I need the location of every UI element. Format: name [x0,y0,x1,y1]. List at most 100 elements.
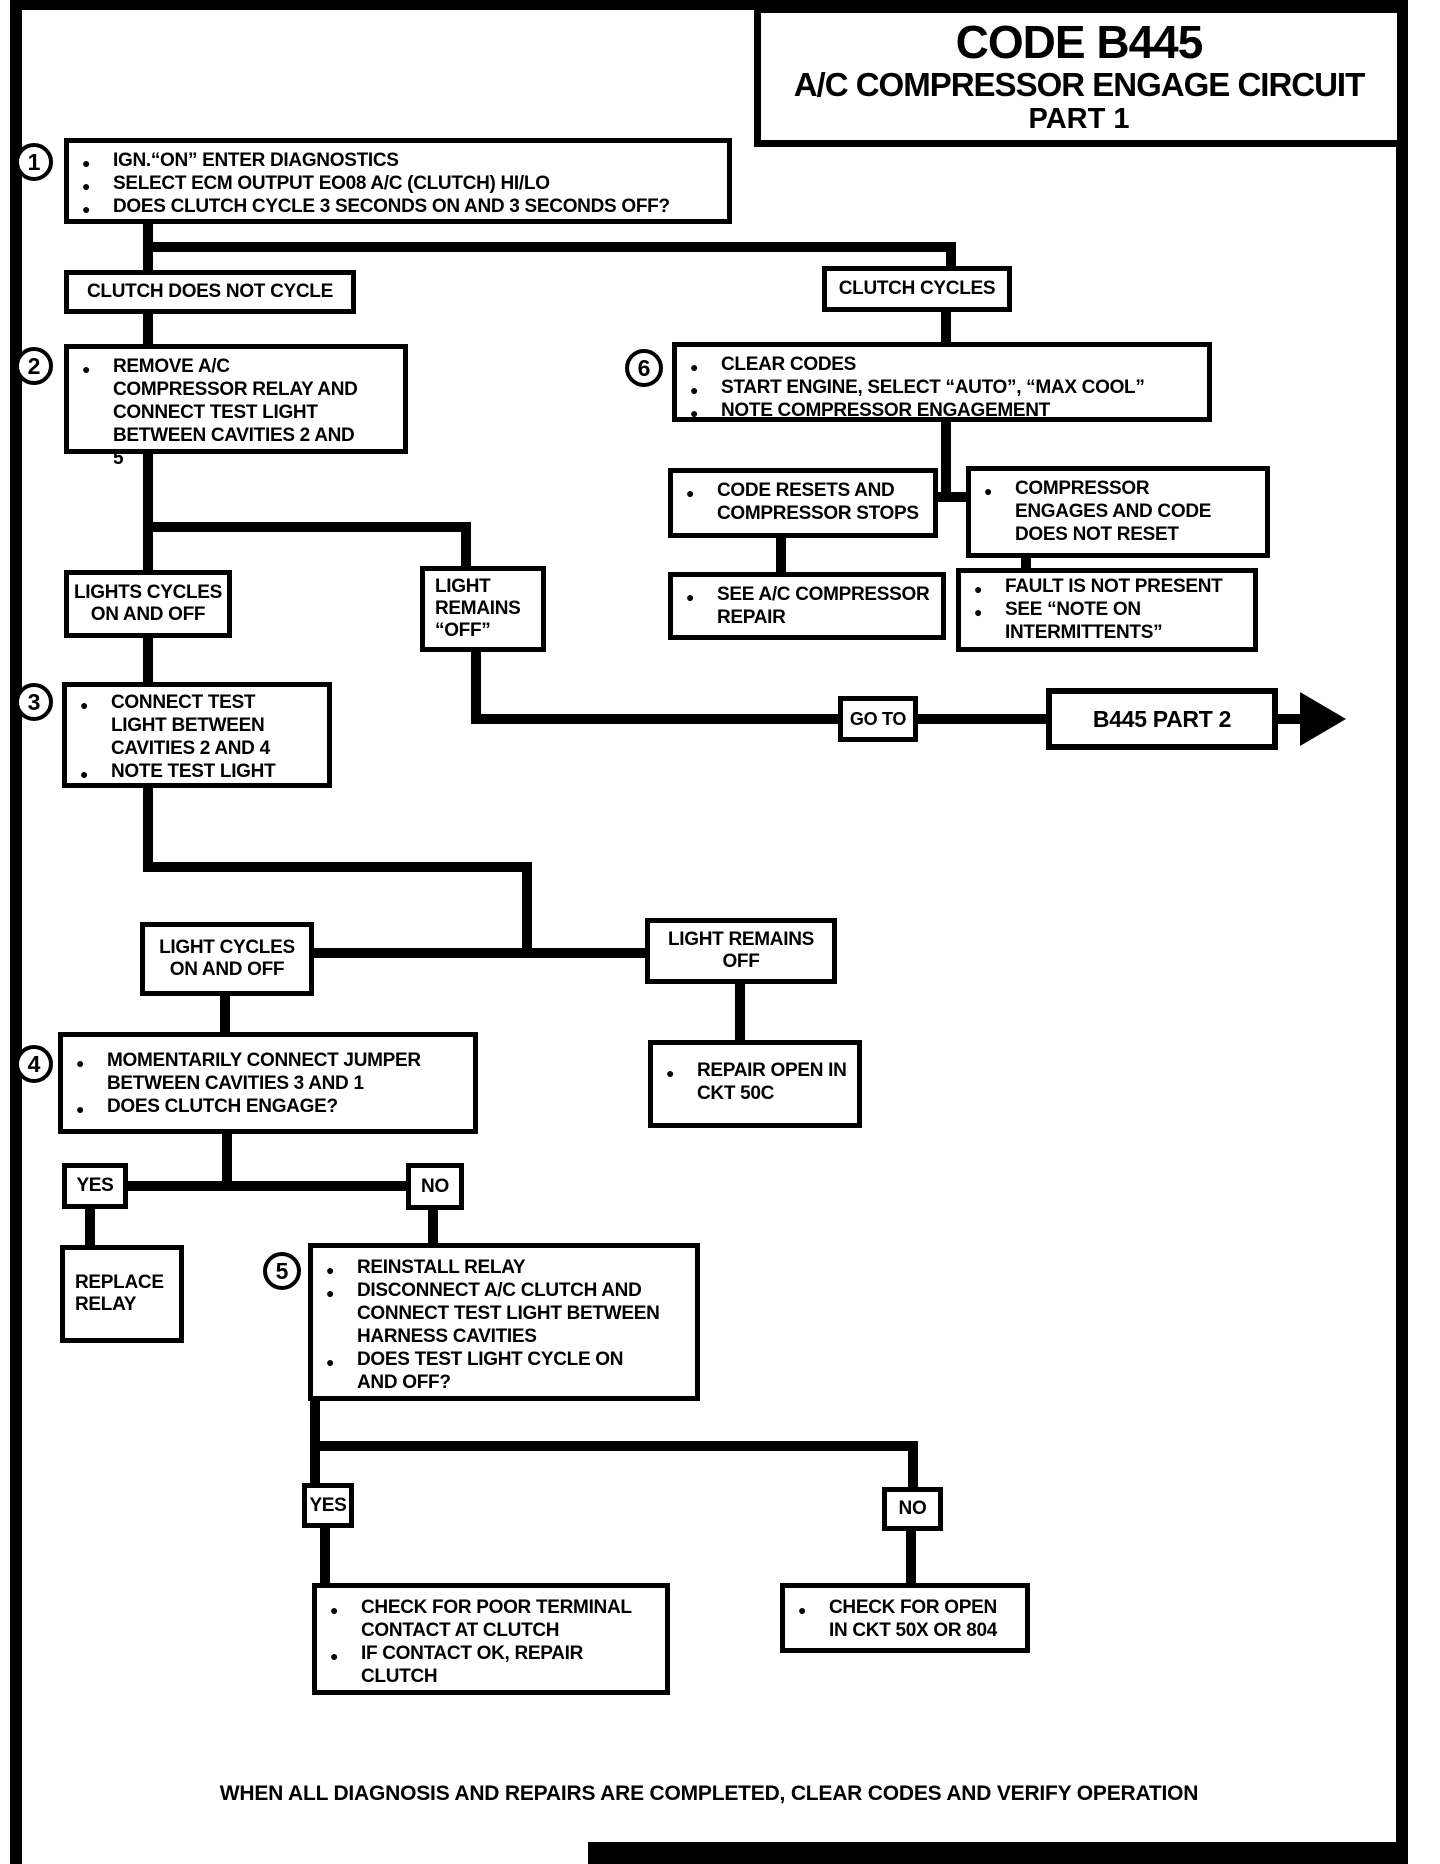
step-4-badge: 4 [15,1045,53,1083]
bullet-text: DOES CLUTCH CYCLE 3 SECONDS ON AND 3 SEC… [69,195,719,221]
connector-line [522,862,532,958]
step-1-badge: 1 [15,143,53,181]
decision-label: YES [309,1494,347,1516]
bullet-text: CHECK FOR POOR TERMINAL CONTACT AT CLUTC… [317,1596,657,1642]
connector-line [946,242,956,268]
box-light-remains-off: LIGHT REMAINS OFF [645,918,837,984]
connector-line [941,422,951,502]
bullet-text: SELECT ECM OUTPUT EO08 A/C (CLUTCH) HI/L… [69,172,719,198]
bullet-text: NOTE TEST LIGHT [67,760,301,786]
box-no-upper: NO [406,1163,464,1210]
result-label: REPLACE RELAY [75,1272,164,1315]
connector-line [930,492,976,502]
page-title: CODE B445 [955,15,1204,68]
connector-line [143,454,153,532]
bullet-text: START ENGINE, SELECT “AUTO”, “MAX COOL” [677,376,1199,402]
bullet-text: CLEAR CODES [677,353,1199,379]
branch-label: LIGHT CYCLES ON AND OFF [159,937,295,980]
bullet-text: IGN.“ON” ENTER DIAGNOSTICS [69,149,719,175]
box-step-2: REMOVE A/C COMPRESSOR RELAY AND CONNECT … [64,344,408,469]
connector-line [220,996,230,1034]
box-compressor-engages: COMPRESSOR ENGAGES AND CODE DOES NOT RES… [966,466,1270,558]
connector-line [143,788,153,872]
bullet-text: FAULT IS NOT PRESENT [961,575,1245,601]
bullet-text: REPAIR OPEN IN CKT 50C [653,1059,849,1105]
box-check-terminal-contact: CHECK FOR POOR TERMINAL CONTACT AT CLUTC… [312,1583,670,1695]
box-light-remains-off-quoted: LIGHT REMAINS “OFF” [420,566,546,652]
connector-line [143,862,532,872]
box-step-3: CONNECT TEST LIGHT BETWEEN CAVITIES 2 AN… [62,682,332,788]
box-clutch-cycles: CLUTCH CYCLES [822,266,1012,312]
box-clutch-does-not-cycle: CLUTCH DOES NOT CYCLE [64,270,356,314]
page-border-left [10,0,22,1864]
flow-arrowhead [1300,692,1346,746]
box-step-6: CLEAR CODES START ENGINE, SELECT “AUTO”,… [672,342,1212,425]
box-replace-relay: REPLACE RELAY [60,1245,184,1343]
box-lights-cycles-on-off: LIGHTS CYCLES ON AND OFF [64,570,232,638]
box-yes-lower: YES [302,1483,354,1528]
connector-line [85,1209,95,1247]
box-code-resets: CODE RESETS AND COMPRESSOR STOPS [668,468,938,538]
bullet-text: MOMENTARILY CONNECT JUMPER BETWEEN CAVIT… [63,1049,465,1095]
connector-line [776,538,786,574]
bullet-text: CODE RESETS AND COMPRESSOR STOPS [673,479,925,525]
bullet-text: REMOVE A/C COMPRESSOR RELAY AND CONNECT … [69,355,363,470]
page-border-right [1396,0,1408,1864]
branch-label: LIGHT REMAINS OFF [668,929,814,972]
box-light-cycles-on-off: LIGHT CYCLES ON AND OFF [140,922,314,996]
box-see-ac-compressor-repair: SEE A/C COMPRESSOR REPAIR [668,572,946,640]
decision-label: NO [898,1498,927,1519]
connector-line [143,532,153,572]
bullet-text: CONNECT TEST LIGHT BETWEEN CAVITIES 2 AN… [67,691,301,760]
bullet-text: DOES CLUTCH ENGAGE? [63,1095,465,1121]
connector-line [461,522,471,568]
branch-label: LIGHT REMAINS “OFF” [435,576,521,641]
bullet-text: IF CONTACT OK, REPAIR CLUTCH [317,1642,657,1688]
connector-line [1278,714,1302,724]
step-2-badge: 2 [15,347,53,385]
box-step-4: MOMENTARILY CONNECT JUMPER BETWEEN CAVIT… [58,1032,478,1134]
connector-line [143,522,471,532]
page-border-top [10,0,1402,10]
bullet-text: CHECK FOR OPEN IN CKT 50X OR 804 [785,1596,1017,1642]
connector-line [320,1528,330,1585]
connector-line [128,1181,406,1191]
box-repair-open-ckt-50c: REPAIR OPEN IN CKT 50C [648,1040,862,1128]
box-no-lower: NO [882,1487,943,1531]
connector-line [143,638,153,684]
box-fault-not-present: FAULT IS NOT PRESENT SEE “NOTE ON INTERM… [956,568,1258,652]
box-step-1: IGN.“ON” ENTER DIAGNOSTICS SELECT ECM OU… [64,138,732,224]
connector-line [143,314,153,346]
box-goto: GO TO [838,696,918,742]
bullet-text: DISCONNECT A/C CLUTCH AND CONNECT TEST L… [313,1279,665,1348]
step-5-badge: 5 [263,1252,301,1290]
connector-line [471,714,838,724]
bullet-text: NOTE COMPRESSOR ENGAGEMENT [677,399,1199,425]
title-box: CODE B445 A/C COMPRESSOR ENGAGE CIRCUIT … [754,6,1404,147]
connector-line [735,984,745,1042]
box-yes-upper: YES [62,1163,128,1209]
branch-label: CLUTCH DOES NOT CYCLE [87,281,333,302]
connector-line [918,714,1046,724]
footer-note: WHEN ALL DIAGNOSIS AND REPAIRS ARE COMPL… [219,1782,1199,1805]
page-subtitle: A/C COMPRESSOR ENGAGE CIRCUIT [793,65,1366,103]
step-6-badge: 6 [625,349,663,387]
connector-line [222,1134,232,1191]
page-part-label: PART 1 [1028,102,1130,135]
box-check-open-ckt: CHECK FOR OPEN IN CKT 50X OR 804 [780,1583,1030,1653]
connector-line [143,242,956,252]
page-border-bottom-bar [588,1842,1408,1864]
connector-line [471,652,481,724]
connector-line [906,1531,916,1585]
goto-target-label: B445 PART 2 [1092,706,1232,732]
bullet-text: SEE “NOTE ON INTERMITTENTS” [961,598,1245,644]
bullet-text: SEE A/C COMPRESSOR REPAIR [673,583,933,629]
box-step-5: REINSTALL RELAY DISCONNECT A/C CLUTCH AN… [308,1243,700,1401]
connector-line [428,1210,438,1245]
bullet-text: DOES TEST LIGHT CYCLE ON AND OFF? [313,1348,665,1394]
branch-label: CLUTCH CYCLES [838,278,996,299]
decision-label: NO [421,1175,449,1197]
connector-line [941,312,951,344]
bullet-text: REINSTALL RELAY [313,1256,665,1282]
